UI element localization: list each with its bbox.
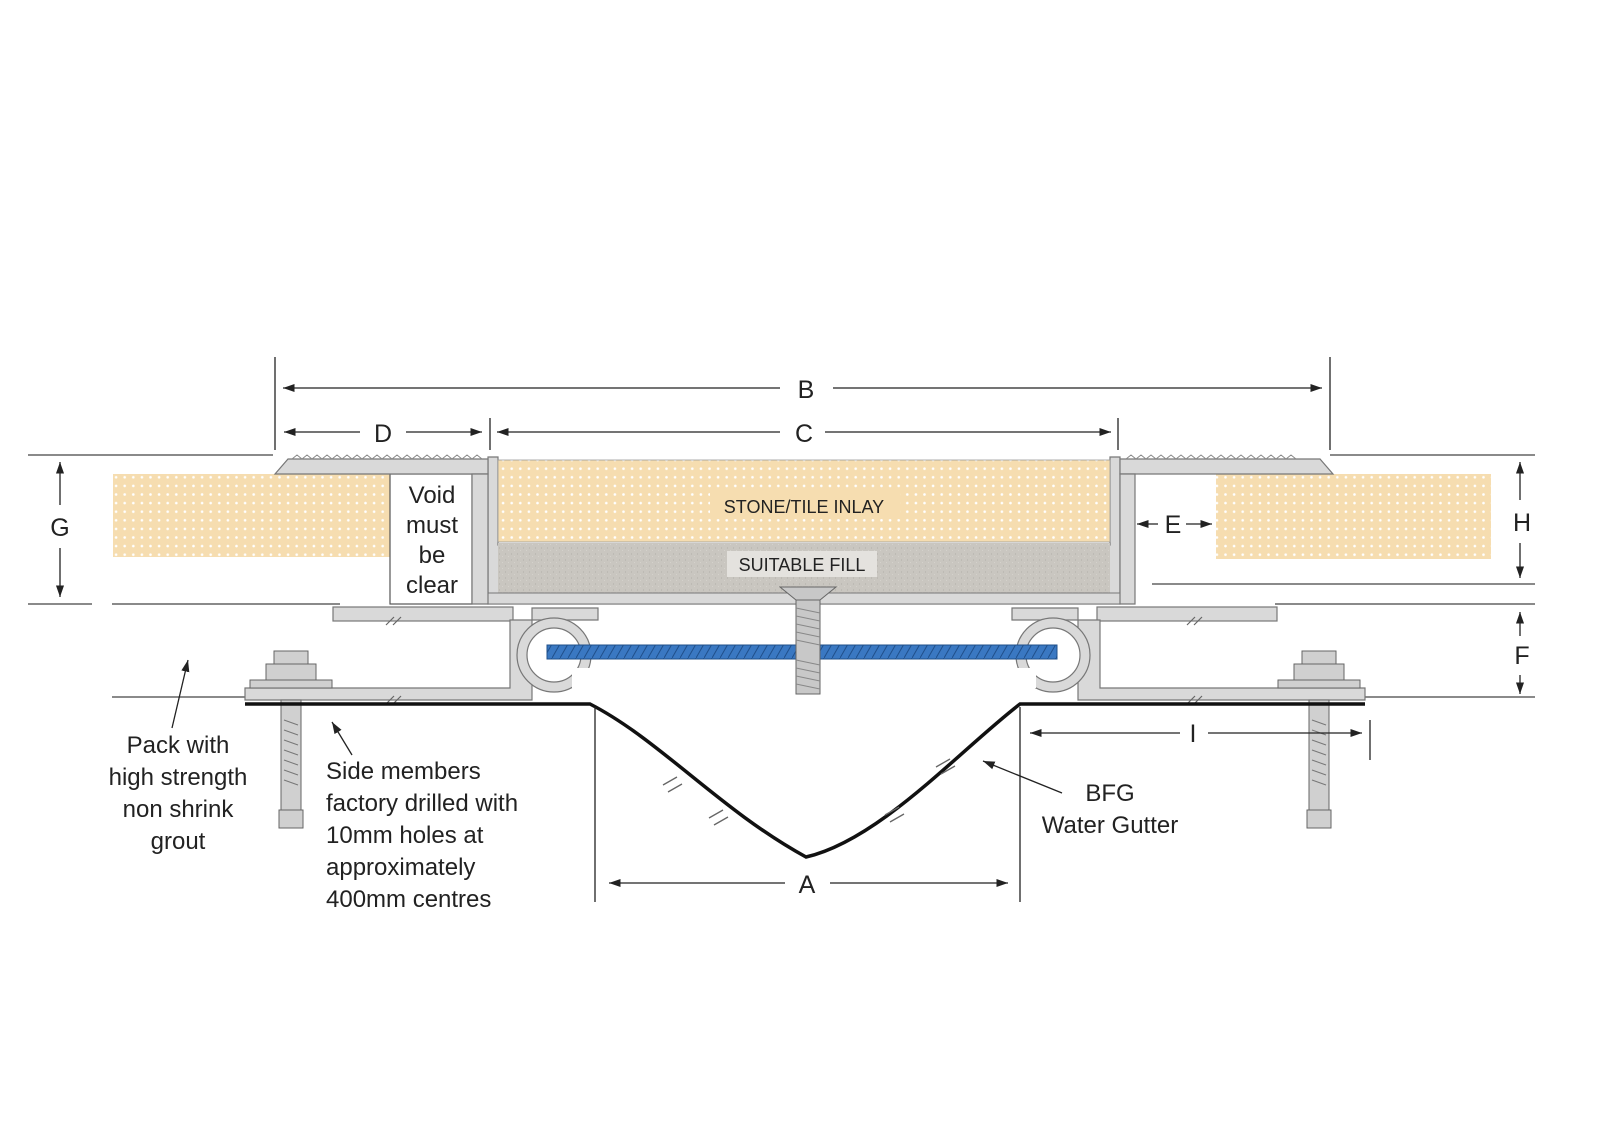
pack-note-line-1: Pack with: [127, 732, 230, 759]
gutter-note-line-2: Water Gutter: [1042, 812, 1178, 839]
pack-note-line-4: grout: [151, 828, 206, 855]
fill-label: SUITABLE FILL: [739, 555, 866, 575]
void-note-line-1: Void: [409, 482, 456, 509]
dim-label-a: A: [799, 871, 816, 899]
centre-bolt: [778, 586, 838, 695]
side-members-note-line-2: factory drilled with: [326, 790, 518, 817]
side-members-note-line-3: 10mm holes at: [326, 822, 484, 849]
water-gutter: [245, 702, 1365, 859]
void-note-line-3: be: [419, 542, 446, 569]
right-nosing: [1119, 454, 1335, 605]
dim-label-i: I: [1190, 720, 1197, 748]
pack-note-line-2: high strength: [109, 764, 248, 791]
void-note-line-4: clear: [406, 572, 458, 599]
leader-arrows: [171, 659, 1063, 794]
centre-carrier: [487, 456, 1121, 605]
pack-note-line-3: non shrink: [123, 796, 235, 823]
left-floor-finish: [113, 474, 390, 557]
right-side-member: [1011, 606, 1366, 701]
side-members-note-line-1: Side members: [326, 758, 481, 785]
dim-label-f: F: [1514, 642, 1529, 670]
left-side-member: [244, 606, 599, 701]
dim-label-d: D: [374, 420, 392, 448]
left-nosing: [273, 454, 489, 605]
dim-label-c: C: [795, 420, 813, 448]
pack-note: Pack with high strength non shrink grout: [109, 732, 248, 855]
dimension-lines: [55, 357, 1525, 902]
dim-label-b: B: [798, 376, 815, 404]
side-members-note-line-4: approximately: [326, 854, 475, 881]
right-floor-finish: [1216, 474, 1491, 559]
floor-lines: [28, 454, 1535, 698]
gutter-note: BFG Water Gutter: [1042, 780, 1178, 839]
side-members-note: Side members factory drilled with 10mm h…: [326, 758, 518, 913]
right-anchor-bolt: [1277, 650, 1361, 829]
void-note-line-2: must: [406, 512, 458, 539]
side-members-note-line-5: 400mm centres: [326, 886, 491, 913]
dim-label-e: E: [1165, 511, 1182, 539]
void-note: Void must be clear: [406, 482, 458, 599]
dim-label-g: G: [50, 514, 69, 542]
inlay-label: STONE/TILE INLAY: [724, 497, 884, 517]
left-anchor-bolt: [249, 650, 333, 829]
dim-label-h: H: [1513, 509, 1531, 537]
gutter-note-line-1: BFG: [1085, 780, 1134, 807]
void-zone: [389, 473, 473, 605]
gutter-break-marks: [662, 758, 956, 826]
